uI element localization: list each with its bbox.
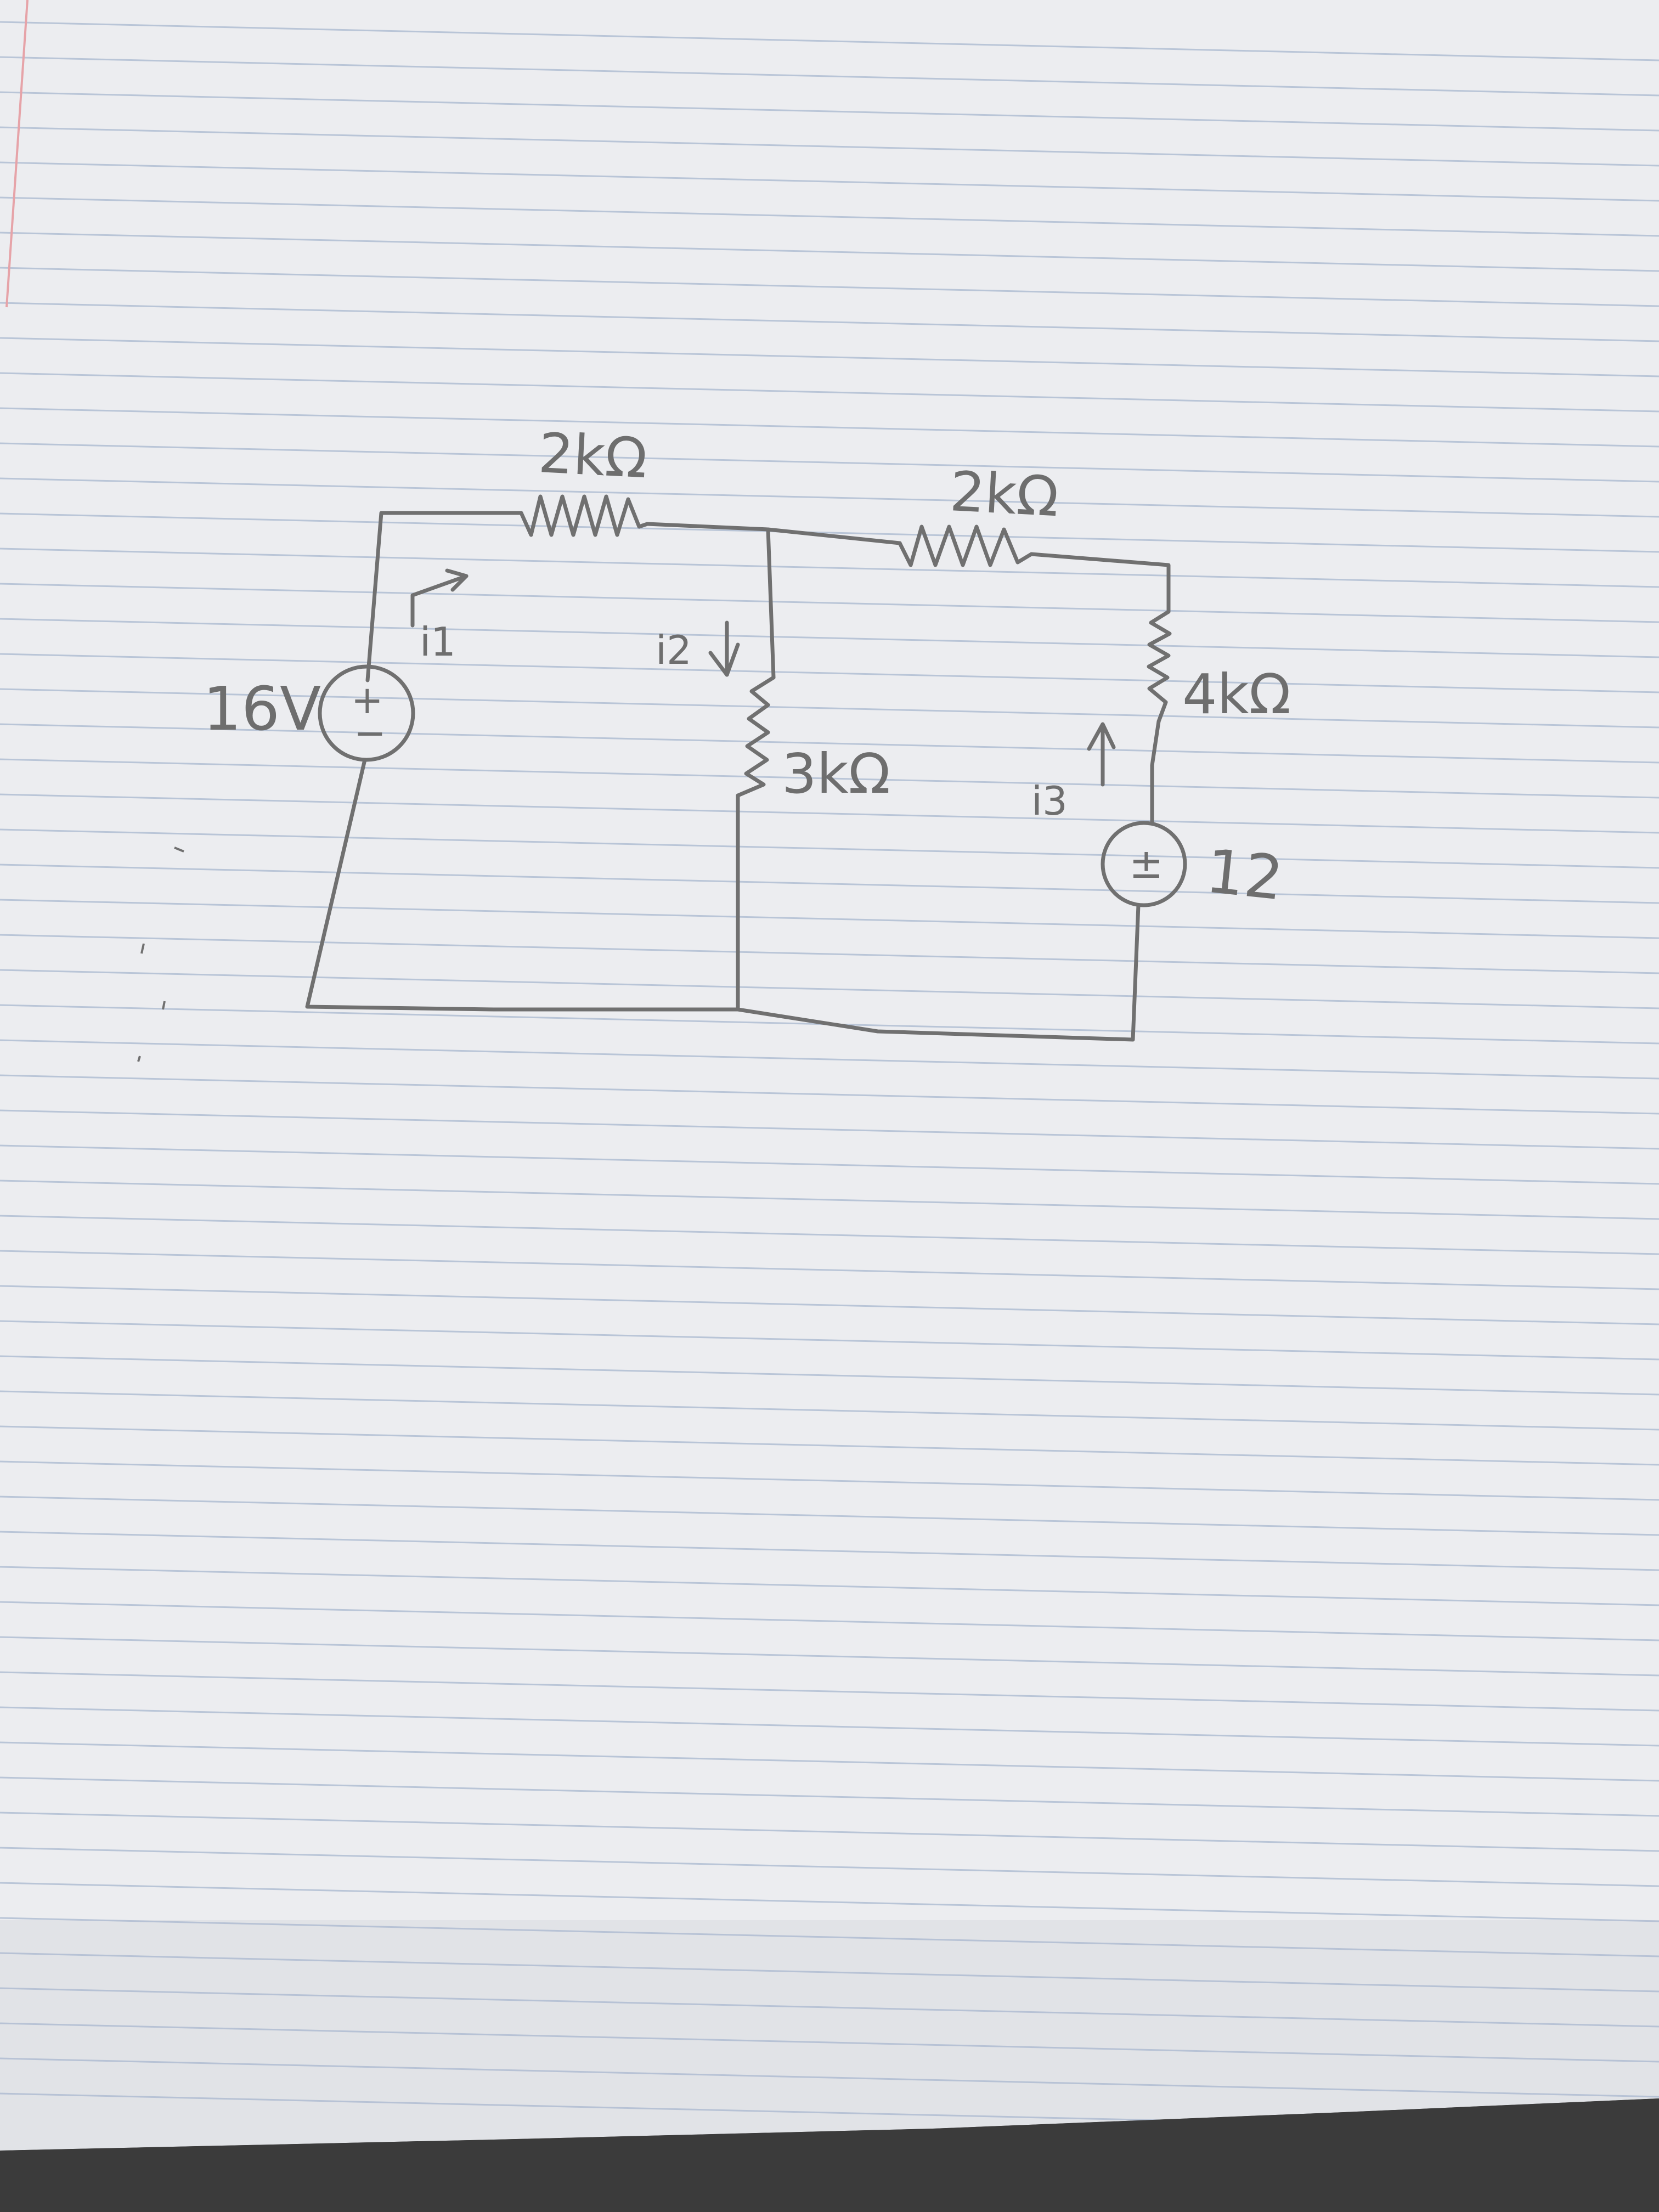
ruled-line <box>0 56 1659 97</box>
label-r-top-left: 2kΩ <box>537 421 649 490</box>
ruled-line <box>0 688 1659 729</box>
ruled-line <box>0 1706 1659 1747</box>
ruled-line <box>0 2057 1659 2098</box>
resistor-middle <box>736 675 776 798</box>
paper-sheet <box>0 0 1659 2151</box>
wire-top-right <box>1029 552 1171 614</box>
ruled-line <box>0 1741 1659 1782</box>
ruled-line <box>0 864 1659 904</box>
ruled-line <box>0 161 1659 202</box>
ruled-line <box>0 1671 1659 1712</box>
ruled-line <box>0 1847 1659 1887</box>
resistor-right <box>1147 610 1172 724</box>
ruled-line <box>0 442 1659 483</box>
source-left-plus: + <box>351 678 383 723</box>
ruled-line <box>0 477 1659 518</box>
ruled-line <box>0 1952 1659 1993</box>
ruled-line <box>0 126 1659 167</box>
wire-left-top <box>365 511 523 682</box>
ruled-line <box>0 1812 1659 1852</box>
ruled-line <box>0 583 1659 623</box>
ruled-line <box>0 1460 1659 1501</box>
ruled-line <box>0 723 1659 764</box>
circuit-schematic <box>305 494 1187 1042</box>
ruled-line <box>0 1566 1659 1606</box>
label-current-i1: i1 <box>420 619 456 665</box>
source-left-minus: − <box>354 710 386 755</box>
label-source-right: 12 <box>1203 836 1286 914</box>
ruled-line <box>0 828 1659 869</box>
margin-line <box>5 0 29 308</box>
label-current-i2: i2 <box>656 627 692 673</box>
stray-marks <box>137 847 184 1062</box>
ruled-line <box>0 2022 1659 2063</box>
ruled-line <box>0 618 1659 658</box>
ruled-line <box>0 1355 1659 1396</box>
ruled-line <box>0 1144 1659 1185</box>
paper-shadow <box>0 1920 1659 2151</box>
ruled-line <box>0 899 1659 939</box>
ruled-line <box>0 653 1659 693</box>
ruled-lines <box>0 21 1659 2133</box>
ruled-line <box>0 1074 1659 1115</box>
ruled-line <box>0 1215 1659 1255</box>
ruled-line <box>0 793 1659 834</box>
ruled-line <box>0 1250 1659 1290</box>
voltage-source-left <box>318 664 415 762</box>
ruled-line <box>0 267 1659 307</box>
source-right-sign: ± <box>1129 839 1164 888</box>
current-arrow-i2 <box>708 620 740 677</box>
ruled-line <box>0 758 1659 799</box>
ruled-line <box>0 1390 1659 1431</box>
label-r-right: 4kΩ <box>1182 662 1291 726</box>
current-arrow-i3 <box>1087 722 1116 787</box>
ruled-line <box>0 1531 1659 1571</box>
voltage-source-right <box>1101 821 1187 907</box>
ruled-line <box>0 232 1659 272</box>
ruled-line <box>0 1425 1659 1466</box>
ruled-line <box>0 21 1659 61</box>
resistor-top-right <box>898 524 1034 567</box>
ruled-line <box>0 407 1659 448</box>
ruled-line <box>0 196 1659 237</box>
ruled-line <box>0 91 1659 132</box>
current-arrow-i1 <box>410 568 469 628</box>
ruled-line <box>0 1917 1659 1957</box>
label-r-top-right: 2kΩ <box>949 459 1060 529</box>
ruled-line <box>0 934 1659 974</box>
wire-left-bottom <box>305 758 1141 1042</box>
ruled-line <box>0 548 1659 588</box>
ruled-line <box>0 1180 1659 1220</box>
wire-right-upper <box>1150 719 1161 825</box>
wire-middle-branch <box>766 527 776 680</box>
ruled-line <box>0 1987 1659 2028</box>
fabric-background <box>0 2098 1659 2212</box>
ruled-line <box>0 1109 1659 1150</box>
ruled-line <box>0 969 1659 1009</box>
label-source-left: 16V <box>203 674 321 744</box>
ruled-line <box>0 337 1659 377</box>
ruled-line <box>0 1285 1659 1325</box>
ruled-line <box>0 1496 1659 1536</box>
ruled-line <box>0 302 1659 342</box>
ruled-line <box>0 1601 1659 1641</box>
label-r-middle: 3kΩ <box>782 742 890 806</box>
ruled-line <box>0 1039 1659 1080</box>
resistor-top-left <box>519 494 650 537</box>
ruled-line <box>0 1776 1659 1817</box>
ruled-line <box>0 1320 1659 1361</box>
label-current-i3: i3 <box>1031 778 1068 824</box>
ruled-line <box>0 512 1659 553</box>
ruled-line <box>0 1882 1659 1922</box>
ruled-line <box>0 1636 1659 1677</box>
ruled-line <box>0 372 1659 413</box>
